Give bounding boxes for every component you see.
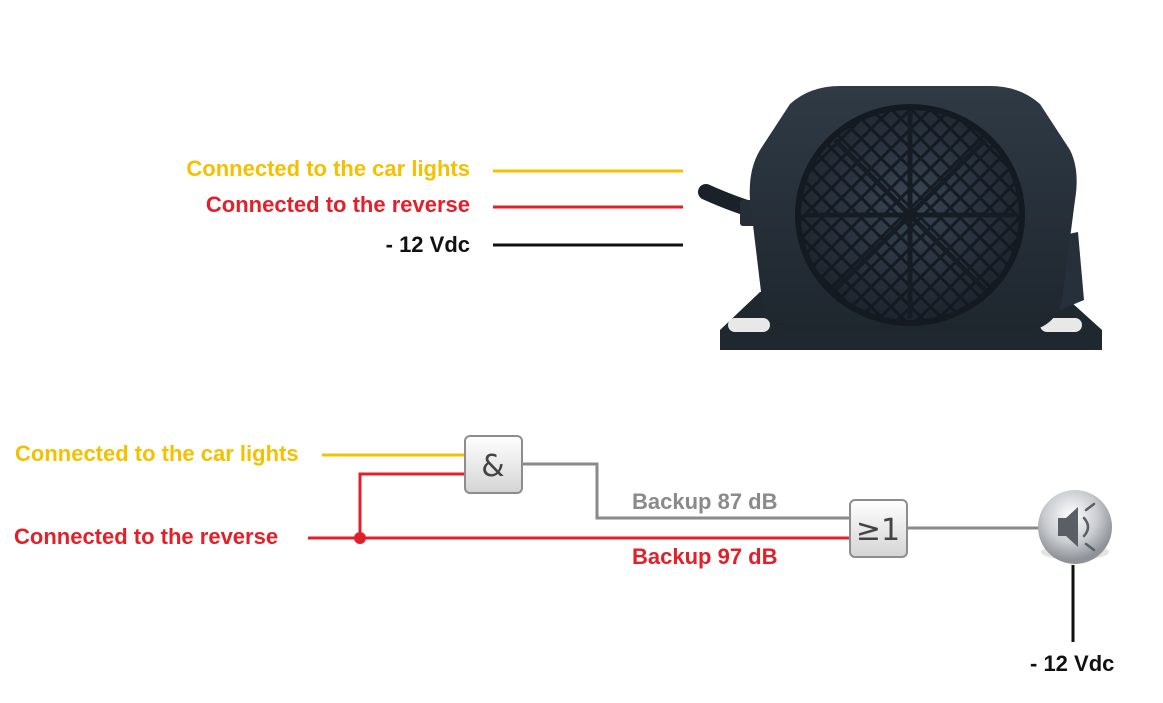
- and-gate-symbol: &: [481, 449, 504, 484]
- junction-dot: [354, 532, 366, 544]
- speaker-icon: [1038, 490, 1112, 564]
- logic-label-reverse: Connected to the reverse: [14, 524, 279, 549]
- or-gate-symbol: ≥1: [856, 513, 900, 548]
- or-gate: ≥1: [849, 499, 908, 558]
- label-backup-87db: Backup 87 dB: [632, 489, 778, 514]
- logic-wire-reverse-branch: [358, 472, 465, 538]
- top-label-reverse: Connected to the reverse: [205, 192, 470, 217]
- top-label-car-lights: Connected to the car lights: [186, 156, 470, 181]
- logic-wire-87db: [522, 462, 850, 520]
- top-label-negative: - 12 Vdc: [385, 232, 470, 257]
- and-gate: &: [464, 435, 523, 494]
- logic-label-negative: - 12 Vdc: [1030, 651, 1115, 676]
- label-backup-97db: Backup 97 dB: [632, 544, 778, 569]
- backup-alarm-device: [698, 86, 1102, 350]
- logic-label-car-lights: Connected to the car lights: [15, 441, 299, 466]
